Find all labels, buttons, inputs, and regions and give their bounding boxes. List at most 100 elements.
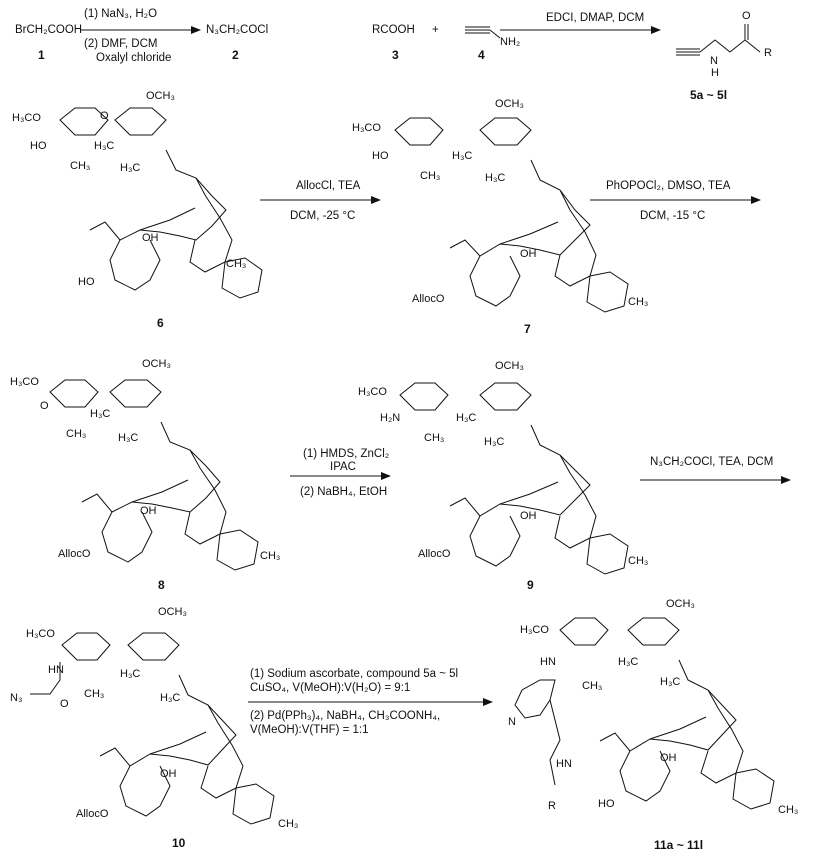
c10-oh: OH bbox=[160, 768, 177, 780]
c11-h3c: H₃C bbox=[618, 656, 639, 668]
c11-hn: HN bbox=[540, 656, 556, 668]
c7-ch3: CH₃ bbox=[420, 170, 441, 182]
arrow-5-label-2: CuSO₄, V(MeOH):V(H₂O) = 9:1 bbox=[250, 682, 411, 694]
compound-2-number: 2 bbox=[232, 48, 239, 62]
c11-ho: HO bbox=[598, 798, 615, 810]
compound-5-r: R bbox=[764, 47, 772, 59]
c10-alloco: AllocO bbox=[76, 808, 109, 820]
c6-ch3-2: CH₃ bbox=[226, 258, 247, 270]
c9-h3c-2: H₃C bbox=[484, 436, 505, 448]
c8-oh: OH bbox=[140, 505, 157, 517]
c7-h3c: H₃C bbox=[452, 150, 473, 162]
skeleton-6 bbox=[59, 107, 263, 299]
c8-h3c-2: H₃C bbox=[118, 432, 139, 444]
compound-5-number: 5a ~ 5l bbox=[690, 88, 728, 102]
step-2-reagent: (2) DMF, DCM bbox=[84, 38, 158, 50]
arrow-3-bottom-label: (2) NaBH₄, EtOH bbox=[300, 486, 388, 498]
c6-och3: OCH₃ bbox=[146, 90, 175, 102]
c9-och3: OCH₃ bbox=[495, 360, 524, 372]
c10-h3co: H₃CO bbox=[26, 628, 55, 640]
c10-ch3-2: CH₃ bbox=[278, 818, 299, 830]
compound-10-number: 10 bbox=[172, 836, 186, 850]
c8-alloco: AllocO bbox=[58, 548, 91, 560]
c11-ch3: CH₃ bbox=[582, 680, 603, 692]
alkyne-4 bbox=[465, 26, 501, 39]
compound-7-number: 7 bbox=[524, 322, 531, 336]
c8-ch3: CH₃ bbox=[66, 428, 87, 440]
arrow-2-bottom-label: DCM, -15 °C bbox=[640, 210, 706, 222]
c6-oh: OH bbox=[142, 232, 159, 244]
compound-1-formula: BrCH₂COOH bbox=[15, 24, 83, 36]
c7-alloco: AllocO bbox=[412, 293, 445, 305]
c7-ho: HO bbox=[372, 150, 389, 162]
skeleton-5 bbox=[676, 24, 761, 56]
c7-och3: OCH₃ bbox=[495, 98, 524, 110]
compound-11-number: 11a ~ 11l bbox=[654, 838, 704, 852]
arrow-5-label-3: (2) Pd(PPh₃)₄, NaBH₄, CH₃COONH₄, bbox=[250, 710, 441, 722]
arrow-3-top-label-2: IPAC bbox=[330, 461, 356, 473]
compound-9-number: 9 bbox=[527, 578, 534, 592]
c6-h3c-2: H₃C bbox=[120, 162, 141, 174]
arrow-5-label-1: (1) Sodium ascorbate, compound 5a ~ 5l bbox=[250, 668, 459, 680]
step-2-reagent-b: Oxalyl chloride bbox=[96, 52, 172, 64]
c11-h3c-2: H₃C bbox=[660, 676, 681, 688]
step-1-reagent: (1) NaN₃, H₂O bbox=[84, 8, 158, 20]
skeleton-7 bbox=[394, 117, 629, 313]
compound-5-h: H bbox=[711, 67, 719, 79]
compound-2-formula: N₃CH₂COCl bbox=[206, 24, 269, 36]
compound-4-nh2: NH₂ bbox=[500, 36, 521, 48]
c6-ho: HO bbox=[30, 140, 47, 152]
skeleton-11 bbox=[514, 617, 775, 810]
compound-4-number: 4 bbox=[478, 48, 485, 62]
c10-o: O bbox=[60, 698, 69, 710]
amidation-conditions: EDCI, DMAP, DCM bbox=[546, 12, 645, 24]
arrow-1-bottom-label: DCM, -25 °C bbox=[290, 210, 356, 222]
arrow-3-top-label-1: (1) HMDS, ZnCl₂ bbox=[303, 448, 390, 460]
arrow-5-label-4: V(MeOH):V(THF) = 1:1 bbox=[250, 724, 369, 736]
c8-och3: OCH₃ bbox=[142, 358, 171, 370]
c10-och3: OCH₃ bbox=[158, 606, 187, 618]
c11-r: R bbox=[548, 800, 556, 812]
arrow-4-top-label: N₃CH₂COCl, TEA, DCM bbox=[650, 456, 774, 468]
c7-h3c-2: H₃C bbox=[485, 172, 506, 184]
compound-3-number: 3 bbox=[392, 48, 399, 62]
c9-alloco: AllocO bbox=[418, 548, 451, 560]
c6-h3c: H₃C bbox=[94, 140, 115, 152]
c10-n3: N₃ bbox=[10, 692, 23, 704]
c11-triazole-n: N bbox=[508, 716, 516, 728]
compound-1-number: 1 bbox=[38, 48, 45, 62]
c9-h3co: H₃CO bbox=[358, 386, 387, 398]
c10-h3c: H₃C bbox=[120, 668, 141, 680]
c7-ch3-2: CH₃ bbox=[628, 296, 649, 308]
c11-h3co: H₃CO bbox=[520, 624, 549, 636]
c8-h3co: H₃CO bbox=[10, 376, 39, 388]
c10-ch3: CH₃ bbox=[84, 688, 105, 700]
skeleton-10 bbox=[30, 632, 275, 825]
c11-hn-2: HN bbox=[556, 758, 572, 770]
skeleton-8 bbox=[49, 379, 259, 571]
compound-5-n: N bbox=[710, 55, 718, 67]
skeleton-9 bbox=[399, 382, 629, 575]
c9-ch3: CH₃ bbox=[424, 432, 445, 444]
c10-hn: HN bbox=[48, 664, 64, 676]
c11-ch3-2: CH₃ bbox=[778, 804, 799, 816]
c10-h3c-2: H₃C bbox=[160, 692, 181, 704]
compound-5-o: O bbox=[742, 10, 751, 22]
c9-h2n: H₂N bbox=[380, 412, 401, 424]
compound-6-number: 6 bbox=[157, 316, 164, 330]
c9-oh: OH bbox=[520, 510, 537, 522]
c8-h3c: H₃C bbox=[90, 408, 111, 420]
compound-3-formula: RCOOH bbox=[372, 24, 415, 36]
c7-h3co: H₃CO bbox=[352, 122, 381, 134]
c6-ho-2: HO bbox=[78, 276, 95, 288]
c9-h3c: H₃C bbox=[456, 412, 477, 424]
arrow-1-top-label: AllocCl, TEA bbox=[296, 180, 361, 192]
c8-o-keto: O bbox=[40, 400, 49, 412]
c9-ch3-2: CH₃ bbox=[628, 555, 649, 567]
c11-oh: OH bbox=[660, 752, 677, 764]
c11-och3: OCH₃ bbox=[666, 598, 695, 610]
plus-sign: + bbox=[432, 24, 439, 36]
arrow-2-top-label: PhOPOCl₂, DMSO, TEA bbox=[606, 180, 731, 192]
c6-o-link: O bbox=[100, 110, 109, 122]
c6-h3co: H₃CO bbox=[12, 112, 41, 124]
